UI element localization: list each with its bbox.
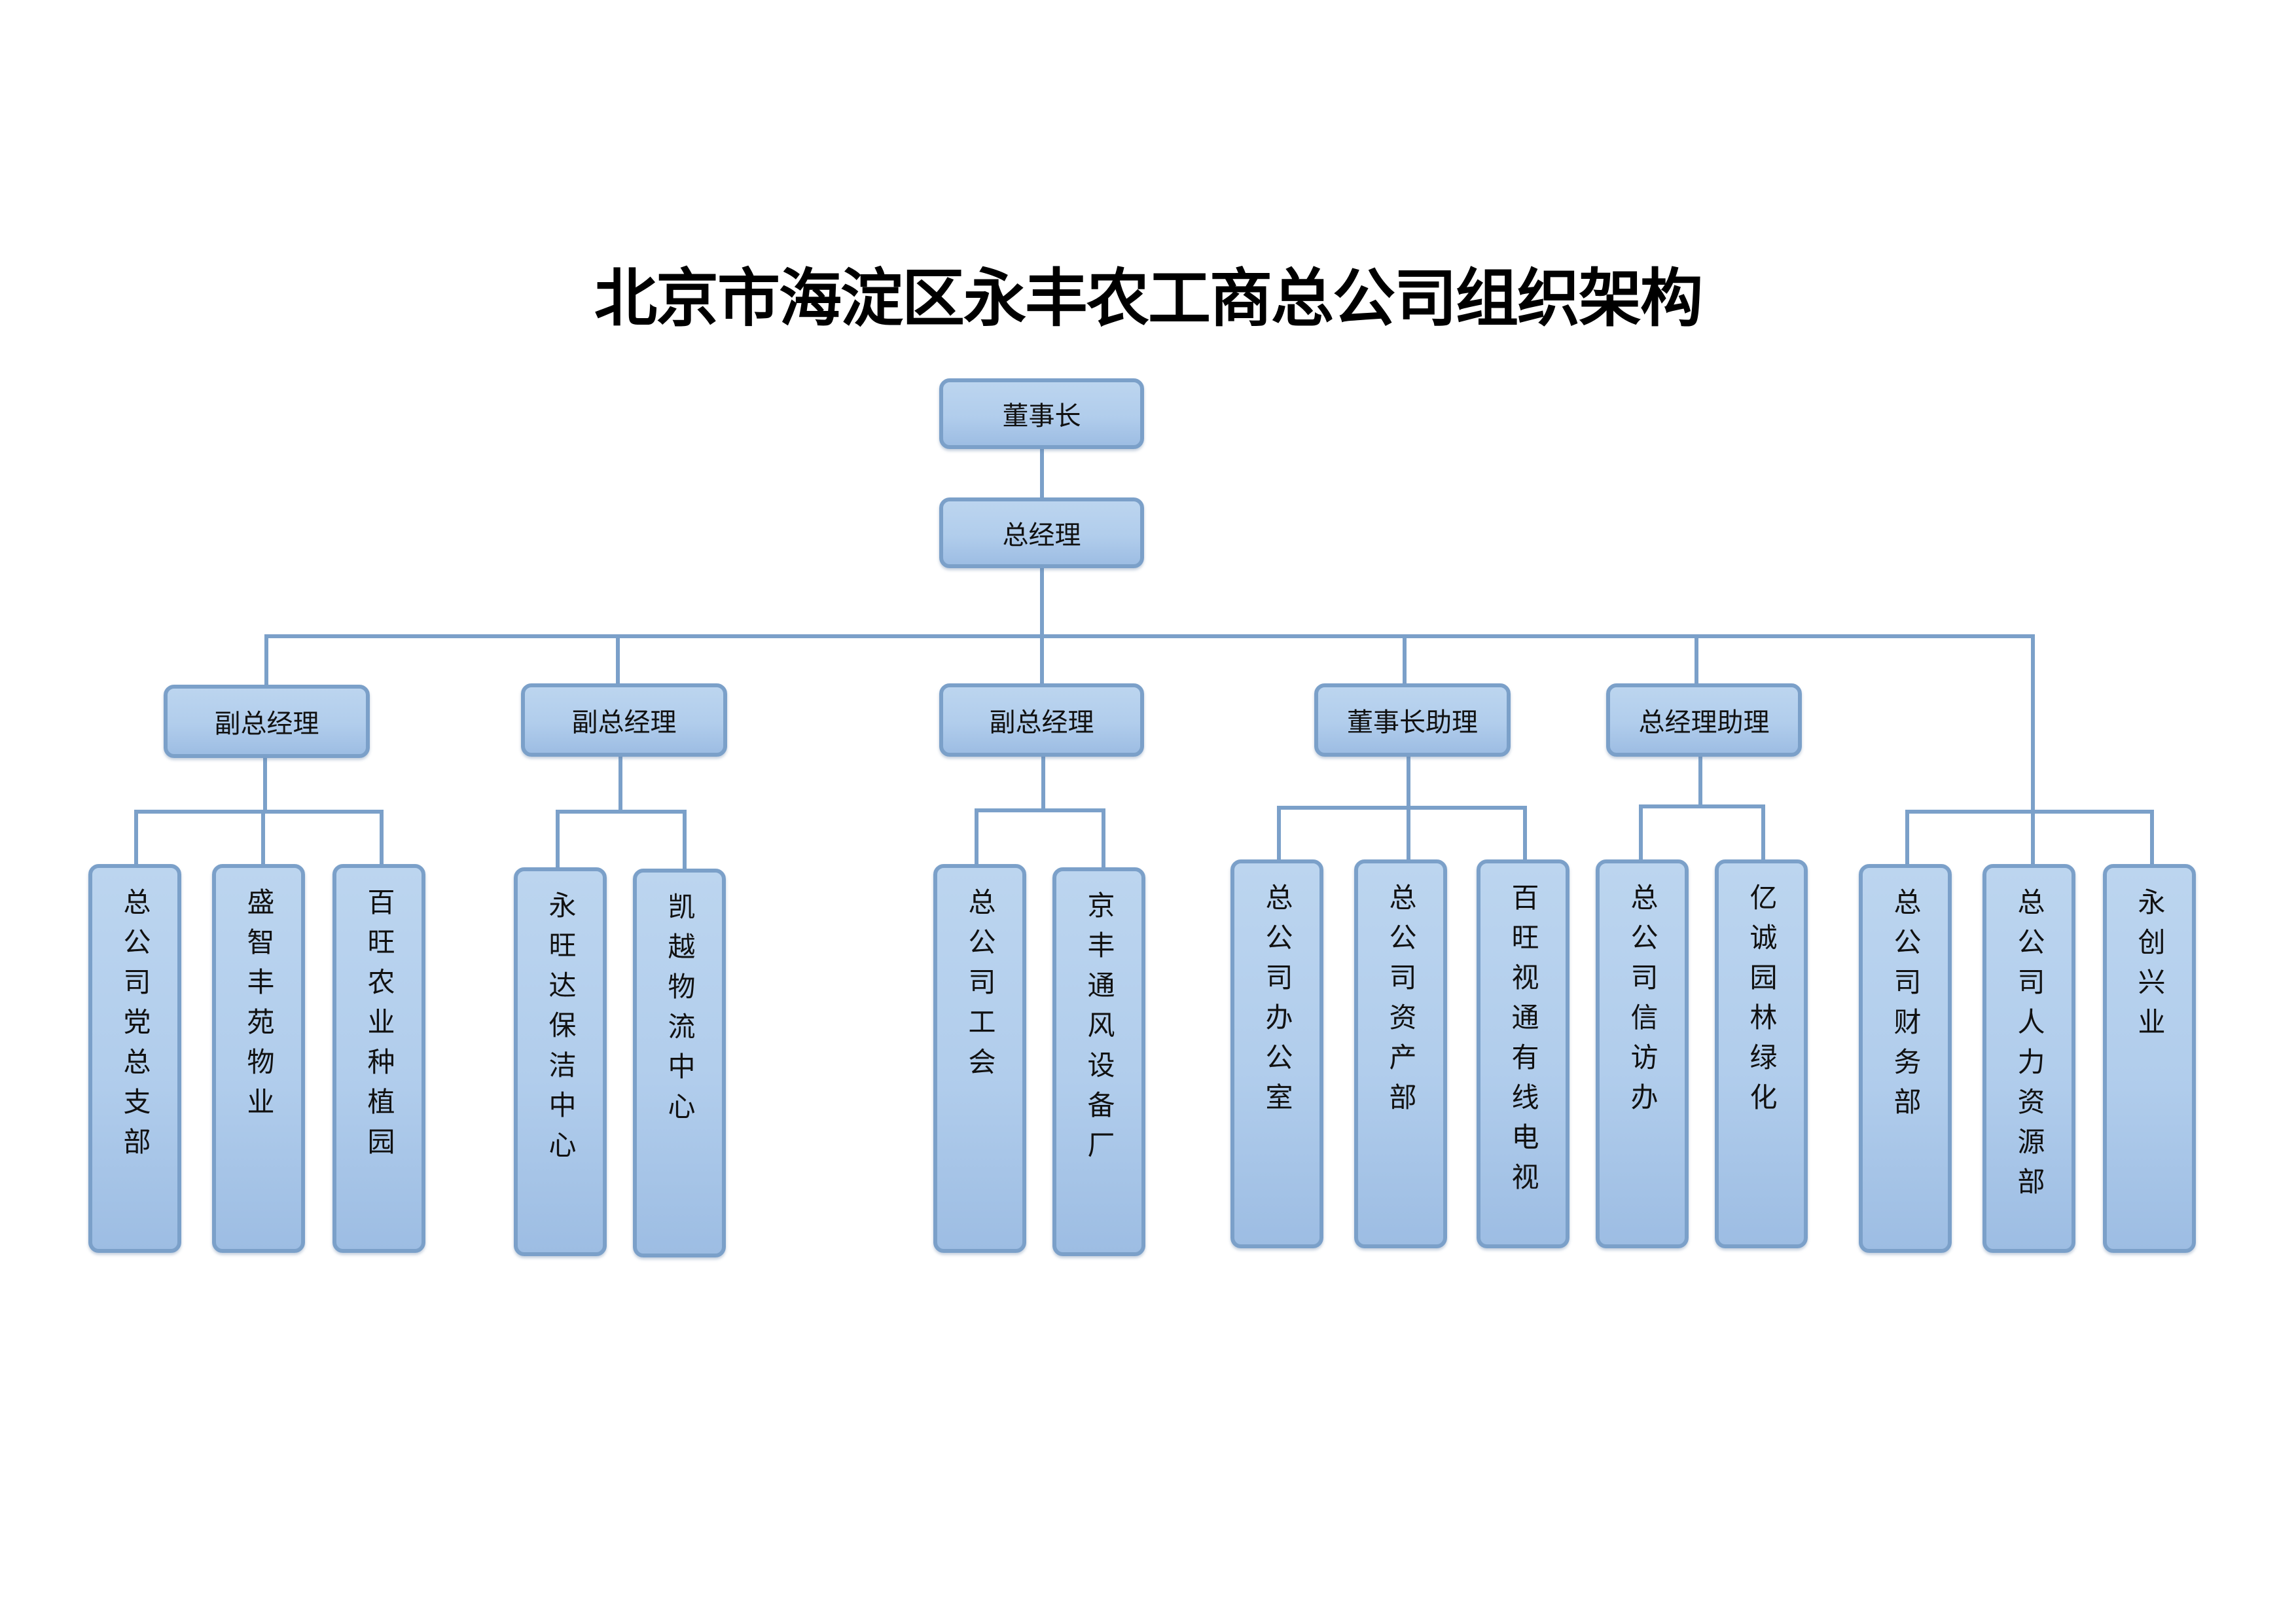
node-label: 副总经理 bbox=[571, 708, 677, 738]
node-label: 副总经理 bbox=[989, 708, 1094, 738]
leaf-label: 盛智丰苑物业 bbox=[243, 888, 275, 1127]
leaf-finance-dept[interactable]: 总公司财务部 bbox=[1859, 864, 1952, 1253]
leaf-assets-dept[interactable]: 总公司资产部 bbox=[1354, 859, 1447, 1248]
leaf-yongwangda-cleaning[interactable]: 永旺达保洁中心 bbox=[514, 867, 607, 1256]
chart-title: 北京市海淀区永丰农工商总公司组织架构 bbox=[594, 261, 1703, 335]
leaf-baiwang-plantation[interactable]: 百旺农业种植园 bbox=[332, 864, 425, 1253]
leaf-party-branch[interactable]: 总公司党总支部 bbox=[88, 864, 181, 1253]
leaf-label: 百旺农业种植园 bbox=[363, 888, 395, 1167]
node-chairman[interactable]: 董事长 bbox=[939, 378, 1144, 449]
node-label: 副总经理 bbox=[214, 709, 319, 739]
leaf-office[interactable]: 总公司办公室 bbox=[1230, 859, 1323, 1248]
node-general-manager[interactable]: 总经理 bbox=[939, 497, 1144, 568]
leaf-label: 总公司办公室 bbox=[1261, 883, 1293, 1123]
leaf-label: 永旺达保洁中心 bbox=[545, 891, 577, 1170]
leaf-label: 总公司党总支部 bbox=[119, 888, 151, 1167]
node-vice-gm-2[interactable]: 副总经理 bbox=[521, 683, 727, 757]
leaf-label: 京丰通风设备厂 bbox=[1083, 891, 1115, 1170]
leaf-label: 百旺视通有线电视 bbox=[1507, 883, 1539, 1202]
node-label: 总经理助理 bbox=[1638, 708, 1770, 738]
leaf-kaiyue-logistics[interactable]: 凯越物流中心 bbox=[633, 869, 726, 1257]
leaf-shengzhi-property[interactable]: 盛智丰苑物业 bbox=[212, 864, 305, 1253]
node-label: 总经理 bbox=[1002, 520, 1081, 550]
leaf-hr-dept[interactable]: 总公司人力资源部 bbox=[1982, 864, 2075, 1253]
leaf-label: 亿诚园林绿化 bbox=[1746, 883, 1778, 1123]
leaf-label: 总公司信访办 bbox=[1626, 883, 1659, 1123]
leaf-yongchuang-industry[interactable]: 永创兴业 bbox=[2103, 864, 2196, 1253]
leaf-label: 总公司财务部 bbox=[1890, 888, 1922, 1127]
node-vice-gm-1[interactable]: 副总经理 bbox=[164, 685, 370, 758]
leaf-label: 总公司人力资源部 bbox=[2013, 888, 2045, 1207]
leaf-label: 凯越物流中心 bbox=[664, 892, 696, 1132]
node-chairman-assistant[interactable]: 董事长助理 bbox=[1314, 683, 1511, 757]
leaf-jingfeng-ventilation[interactable]: 京丰通风设备厂 bbox=[1052, 867, 1145, 1256]
leaf-label: 永创兴业 bbox=[2134, 888, 2166, 1047]
node-label: 董事长助理 bbox=[1347, 708, 1478, 738]
node-vice-gm-3[interactable]: 副总经理 bbox=[939, 683, 1144, 757]
node-gm-assistant[interactable]: 总经理助理 bbox=[1606, 683, 1802, 757]
node-label: 董事长 bbox=[1002, 401, 1081, 431]
leaf-yicheng-landscaping[interactable]: 亿诚园林绿化 bbox=[1715, 859, 1808, 1248]
leaf-petition-office[interactable]: 总公司信访办 bbox=[1596, 859, 1689, 1248]
leaf-baiwang-cable-tv[interactable]: 百旺视通有线电视 bbox=[1477, 859, 1570, 1248]
leaf-union[interactable]: 总公司工会 bbox=[933, 864, 1026, 1253]
leaf-label: 总公司工会 bbox=[964, 888, 996, 1087]
leaf-label: 总公司资产部 bbox=[1385, 883, 1417, 1123]
